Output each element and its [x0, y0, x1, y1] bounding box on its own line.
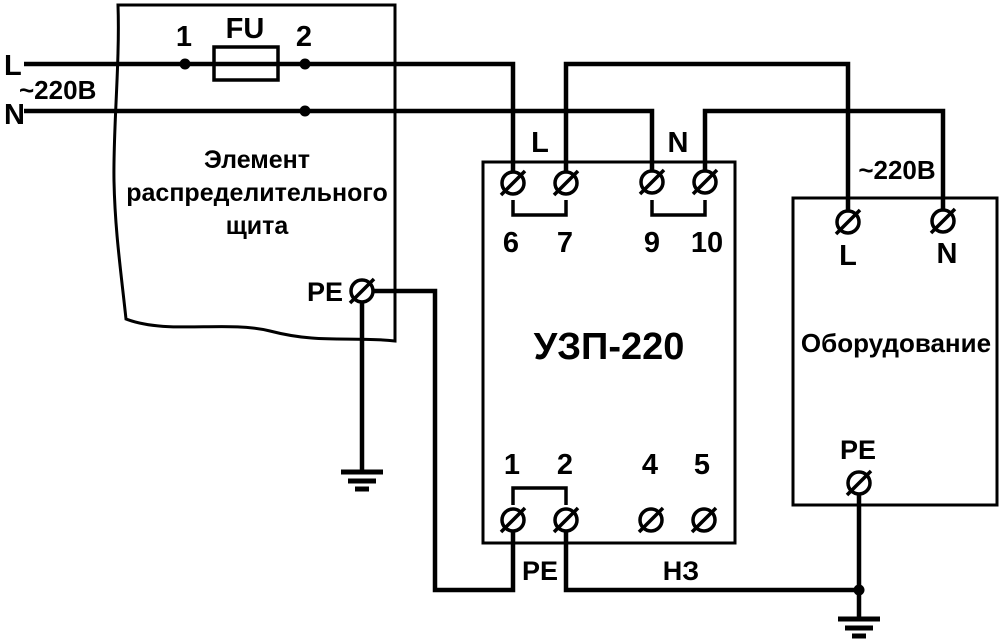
terminal-screw-icon-uzp-6 [499, 169, 527, 197]
uzp-terminal-6-label: 6 [503, 227, 519, 259]
terminal-screw-icon-uzp-5 [690, 506, 718, 534]
terminal-screw-icon-equip-n [929, 207, 957, 235]
uzp-terminal-2-label: 2 [557, 449, 573, 481]
dist-terminal-1-label: 1 [176, 21, 192, 53]
jumper-1-2 [511, 486, 568, 505]
jumper-9-10 [650, 200, 707, 217]
junction-dot-pe-bus [853, 584, 865, 596]
terminal-screw-icon-uzp-4 [637, 506, 665, 534]
distribution-board-outline [112, 3, 397, 343]
terminal-screw-icon-uzp-1 [499, 506, 527, 534]
dist-pe-label: PE [307, 277, 343, 307]
feed-l-label: L [4, 50, 22, 82]
ground-icon-left [341, 472, 383, 489]
junction-dot-terminal-2 [299, 58, 311, 70]
junction-dot-terminal-1 [179, 58, 191, 70]
wire-n-out [702, 108, 946, 221]
fuse-label: FU [226, 13, 265, 45]
wire-pe-out [563, 522, 859, 593]
uzp-terminal-5-label: 5 [694, 449, 710, 481]
junction-dot-neutral [299, 105, 311, 117]
feed-n-label: N [4, 99, 25, 131]
dist-terminal-2-label: 2 [296, 21, 312, 53]
dist-title-line-2: распределительного [126, 179, 388, 207]
uzp-pe-label: PE [522, 556, 558, 586]
equip-n-label: N [937, 238, 958, 270]
fuse-symbol [212, 45, 280, 82]
uzp-terminal-9-label: 9 [644, 227, 660, 259]
uzp-terminal-1-label: 1 [504, 449, 520, 481]
terminal-screw-icon-uzp-2 [552, 506, 580, 534]
terminal-screw-icon-uzp-9 [638, 168, 666, 196]
uzp-l-label: L [531, 127, 549, 159]
wire-n-in [24, 108, 655, 182]
uzp-box [481, 160, 737, 545]
uzp-title: УЗП-220 [534, 326, 685, 368]
terminal-screw-icon-dist-pe [348, 277, 376, 305]
terminal-screw-icon-uzp-7 [552, 169, 580, 197]
uzp-terminal-4-label: 4 [642, 449, 658, 481]
dist-title-line-1: Элемент [204, 146, 310, 174]
terminal-screw-icon-uzp-10 [691, 168, 719, 196]
equip-voltage-label: ~220В [858, 155, 935, 185]
uzp-nz-label: НЗ [663, 556, 699, 586]
equip-l-label: L [839, 240, 857, 272]
uzp-terminal-10-label: 10 [691, 227, 723, 259]
terminal-screw-icon-equip-l [834, 208, 862, 236]
ground-icon-right [838, 619, 880, 636]
wire-l-out [563, 61, 851, 222]
terminal-screw-icon-equip-pe [845, 469, 873, 497]
feed-voltage-label: ~220В [19, 75, 96, 105]
equipment-box [791, 196, 999, 507]
dist-title-line-3: щита [226, 212, 290, 240]
equip-title: Оборудование [801, 328, 991, 358]
equip-pe-label: PE [840, 435, 876, 465]
jumper-6-7 [511, 200, 568, 217]
wire-pe-link [373, 288, 516, 593]
uzp-n-label: N [668, 127, 689, 159]
uzp-terminal-7-label: 7 [557, 227, 573, 259]
